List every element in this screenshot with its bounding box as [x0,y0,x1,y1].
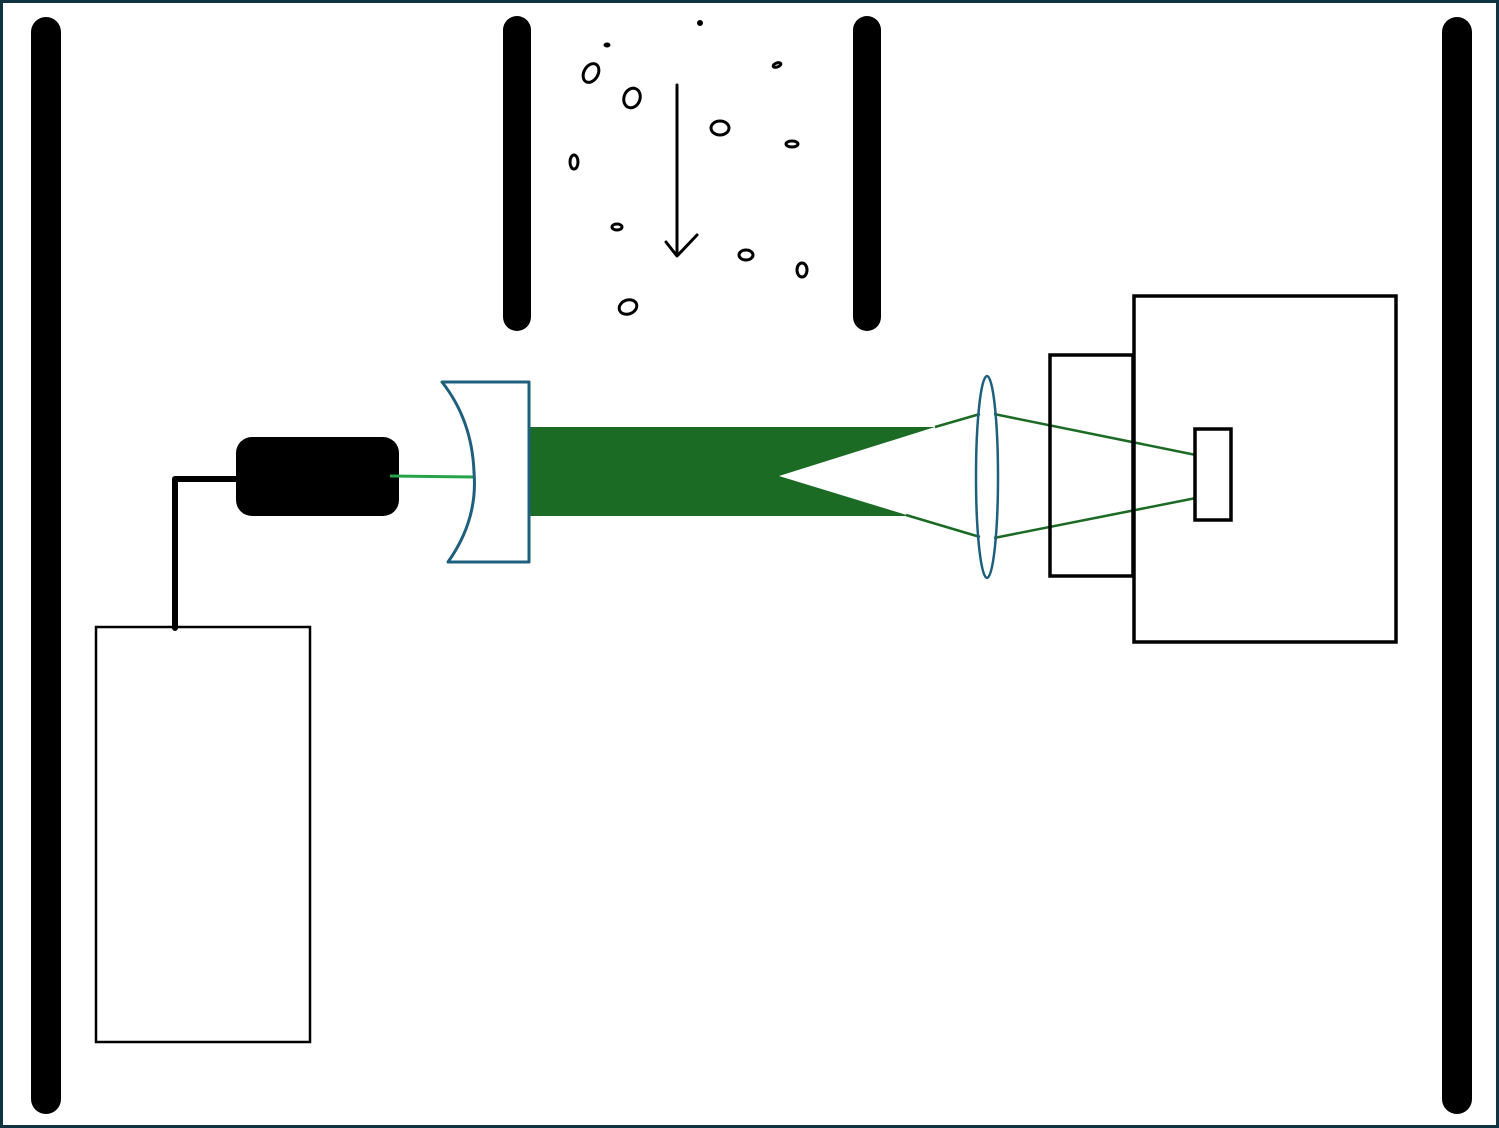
particle [771,61,783,69]
laser-sheet [530,427,935,516]
diverging-lens [440,380,531,564]
focused-rays [905,412,1197,540]
laser-head [236,437,399,516]
collecting-lens [974,374,1000,580]
particle [737,248,755,262]
laser-power-supply [94,625,312,1044]
power-cable [172,476,243,631]
particle [709,119,731,137]
particles [568,20,809,316]
particle [622,86,642,110]
particle [784,139,800,149]
particle [795,261,809,279]
laser-output-beam [389,474,475,479]
particle [617,298,639,316]
particle [568,153,580,171]
lens-mount [1048,353,1135,578]
camera-body [1132,294,1398,644]
particle [581,62,601,84]
image-sensor [1193,427,1233,522]
particle [603,42,611,48]
flow-direction-arrow [664,83,699,258]
particle [697,20,703,26]
particle [610,222,624,232]
